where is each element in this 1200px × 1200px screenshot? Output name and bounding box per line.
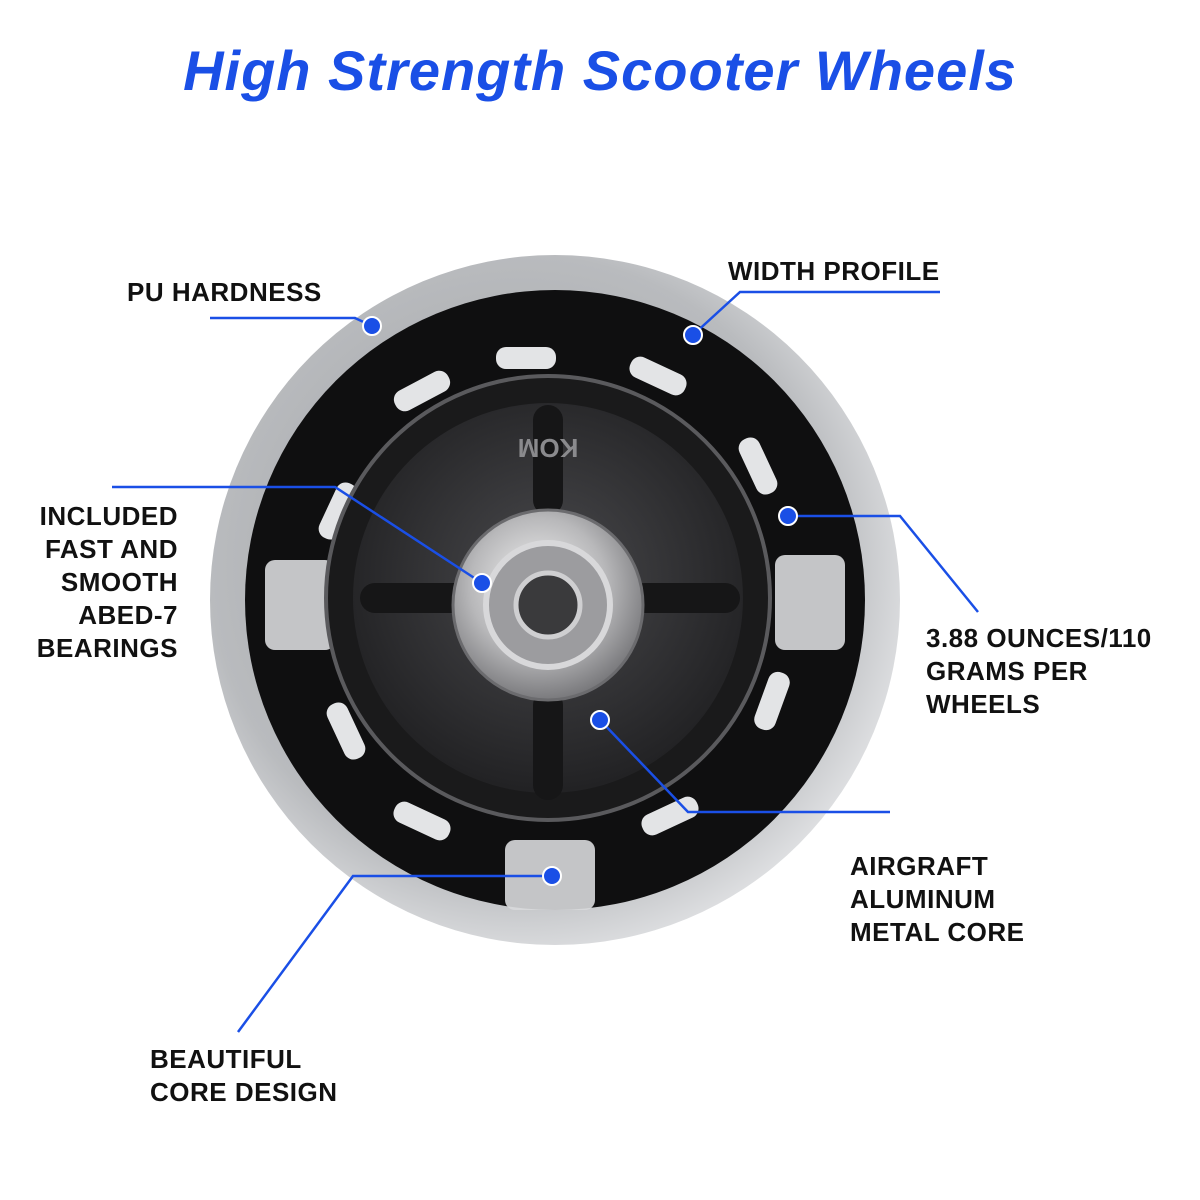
dot-weight <box>778 506 798 526</box>
callout-text: PU HARDNESS <box>127 277 322 307</box>
hub-spokes <box>360 405 740 800</box>
callout-dots <box>362 316 798 886</box>
callout-core-material: AIRGRAFT ALUMINUM METAL CORE <box>850 850 1024 949</box>
callout-weight: 3.88 OUNCES/110 GRAMS PER WHEELS <box>926 622 1152 721</box>
leader-core-design <box>236 874 552 1033</box>
callout-text: SMOOTH <box>60 567 178 597</box>
callout-text: METAL CORE <box>850 917 1025 947</box>
callout-text: CORE DESIGN <box>150 1077 338 1107</box>
callout-pu-hardness: PU HARDNESS <box>127 276 322 309</box>
leader-bearings <box>112 485 483 585</box>
callout-text: 3.88 OUNCES/110 <box>926 623 1152 653</box>
callout-text: ALUMINUM <box>850 884 996 914</box>
callout-text: WIDTH PROFILE <box>728 256 940 286</box>
callout-text: FAST AND <box>44 534 178 564</box>
callout-text: GRAMS PER <box>926 656 1088 686</box>
callout-bearings: INCLUDED FAST AND SMOOTH ABED-7 BEARINGS <box>20 500 178 665</box>
callout-core-design: BEAUTIFUL CORE DESIGN <box>150 1043 338 1109</box>
dot-core-design <box>542 866 562 886</box>
leader-width-profile <box>692 290 940 336</box>
callout-width-profile: WIDTH PROFILE <box>728 255 940 288</box>
dot-bearings <box>472 573 492 593</box>
page-title: High Strength Scooter Wheels <box>183 39 1017 102</box>
dot-core-material <box>590 710 610 730</box>
dot-width-profile <box>683 325 703 345</box>
dot-pu-hardness <box>362 316 382 336</box>
callout-text: INCLUDED <box>39 501 178 531</box>
hub-marking: KOM <box>518 433 579 463</box>
bearing-bore <box>513 570 583 640</box>
callout-text: AIRGRAFT <box>850 851 989 881</box>
callout-text: WHEELS <box>926 689 1041 719</box>
callout-text: BEAUTIFUL <box>150 1044 302 1074</box>
callout-text: BEARINGS <box>36 633 178 663</box>
callout-text: ABED-7 <box>78 600 178 630</box>
leader-core-material <box>599 719 890 814</box>
leader-weight <box>790 514 979 613</box>
